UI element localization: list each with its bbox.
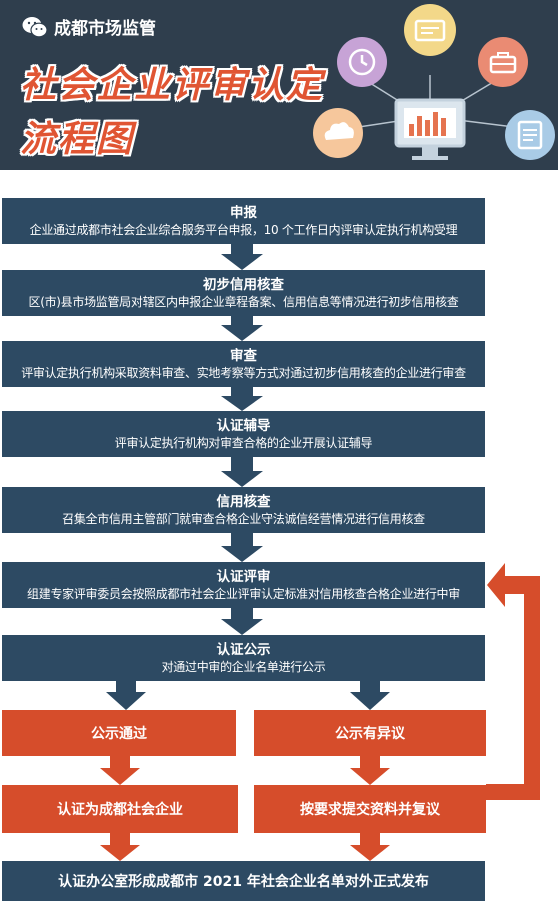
step-desc: 召集全市信用主管部门就审查合格企业守法诚信经营情况进行信用核查 — [62, 512, 425, 526]
arrow-down-icon — [100, 833, 140, 861]
arrow-down-icon — [350, 681, 390, 710]
step-desc: 组建专家评审委员会按照成都市社会企业评审认定标准对信用核查合格企业进行中审 — [27, 587, 460, 601]
arrow-down-icon — [350, 756, 390, 785]
header-illustration — [313, 4, 555, 160]
step-title: 申报 — [230, 205, 257, 221]
wechat-icon — [22, 16, 48, 37]
briefcase-icon — [478, 37, 528, 87]
step-counseling: 认证辅导 评审认定执行机构对审查合格的企业开展认证辅导 — [2, 411, 485, 457]
step-title: 认证公示 — [216, 642, 271, 658]
monitor-icon — [394, 98, 466, 160]
arrow-down-icon — [106, 681, 146, 710]
step-title: 认证评审 — [216, 569, 271, 585]
clock-icon — [337, 37, 387, 87]
step-title: 审查 — [230, 348, 257, 364]
arrow-down-icon — [221, 316, 263, 341]
final-release: 认证办公室形成成都市 2021 年社会企业名单对外正式发布 — [2, 861, 485, 901]
feedback-loop-arrow — [486, 563, 540, 800]
arrow-down-icon — [221, 608, 263, 635]
brand-name: 成都市场监管 — [54, 19, 156, 39]
step-initial-credit-check: 初步信用核查 区(市)县市场监管局对辖区内申报企业章程备案、信用信息等情况进行初… — [2, 270, 485, 316]
page-title-line2: 流程图 — [20, 119, 135, 160]
step-desc: 对通过中审的企业名单进行公示 — [161, 660, 326, 674]
step-title: 认证辅导 — [216, 418, 271, 434]
arrow-down-icon — [221, 457, 263, 487]
step-evaluation: 认证评审 组建专家评审委员会按照成都市社会企业评审认定标准对信用核查合格企业进行… — [2, 562, 485, 608]
step-apply: 申报 企业通过成都市社会企业综合服务平台申报，10 个工作日内评审认定执行机构受… — [2, 198, 485, 244]
step-credit-check: 信用核查 召集全市信用主管部门就审查合格企业守法诚信经营情况进行信用核查 — [2, 487, 485, 533]
brand: 成都市场监管 — [22, 14, 156, 39]
step-desc: 评审认定执行机构对审查合格的企业开展认证辅导 — [114, 436, 373, 450]
step-desc: 企业通过成都市社会企业综合服务平台申报，10 个工作日内评审认定执行机构受理 — [29, 223, 458, 237]
page-title-line1: 社会企业评审认定 — [20, 65, 325, 106]
step-publicity: 认证公示 对通过中审的企业名单进行公示 — [2, 635, 485, 681]
step-desc: 区(市)县市场监管局对辖区内申报企业章程备案、信用信息等情况进行初步信用核查 — [28, 295, 459, 309]
cloud-icon — [313, 108, 363, 158]
header-banner: 成都市场监管 社会企业评审认定 流程图 — [0, 0, 558, 170]
step-review: 审查 评审认定执行机构采取资料审查、实地考察等方式对通过初步信用核查的企业进行审… — [2, 341, 485, 387]
arrow-down-icon — [221, 244, 263, 270]
arrow-down-icon — [221, 387, 263, 411]
arrow-down-icon — [221, 533, 263, 562]
list-icon — [505, 110, 555, 160]
branch-objection: 公示有异议 — [254, 710, 486, 756]
step-desc: 评审认定执行机构采取资料审查、实地考察等方式对通过初步信用核查的企业进行审查 — [21, 366, 466, 380]
step-title: 信用核查 — [216, 494, 271, 510]
arrow-down-icon — [350, 833, 390, 861]
branch-certified: 认证为成都社会企业 — [2, 785, 238, 833]
step-title: 初步信用核查 — [203, 277, 284, 293]
arrow-down-icon — [100, 756, 140, 785]
branch-resubmit: 按要求提交资料并复议 — [254, 785, 486, 833]
branch-pass: 公示通过 — [2, 710, 236, 756]
card-icon — [404, 4, 456, 56]
